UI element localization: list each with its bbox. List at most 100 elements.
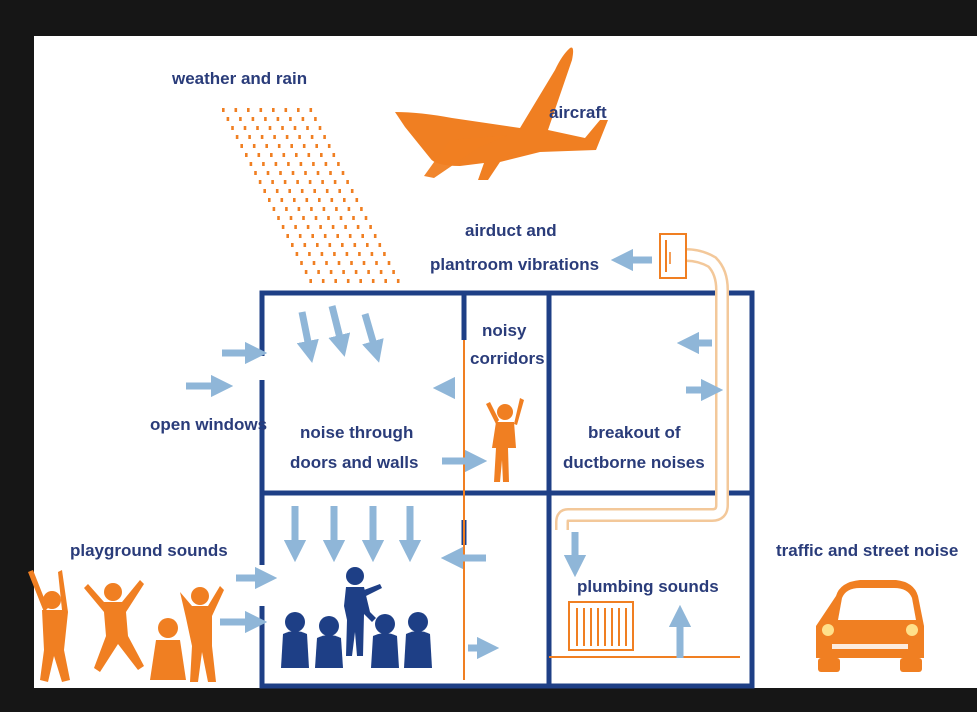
rain-drop bbox=[335, 207, 338, 211]
rain-drop bbox=[268, 198, 271, 202]
rain-drop bbox=[302, 144, 306, 148]
aircraft-label: aircraft bbox=[549, 103, 607, 122]
rain-drop bbox=[325, 261, 328, 265]
rain-drop bbox=[272, 108, 275, 112]
rain-drop bbox=[251, 117, 255, 121]
rain-drop bbox=[239, 117, 242, 121]
airplane-icon bbox=[395, 47, 608, 180]
rain-drop bbox=[320, 153, 323, 157]
rain-drop bbox=[358, 252, 361, 256]
rain-drop bbox=[264, 117, 267, 121]
rain-drop bbox=[243, 126, 247, 130]
rain-drop bbox=[320, 252, 324, 256]
rain-drop bbox=[235, 135, 239, 139]
rain-drop bbox=[270, 153, 273, 157]
rain-drop bbox=[252, 144, 256, 148]
rain-drop bbox=[303, 243, 307, 247]
rain-drop bbox=[274, 162, 278, 166]
rain-drop bbox=[343, 198, 346, 202]
rain-drop bbox=[231, 126, 234, 130]
duct-fan-icon bbox=[659, 233, 687, 279]
rain-drop bbox=[313, 189, 316, 193]
rain-drop bbox=[346, 279, 350, 283]
rain-drop bbox=[304, 270, 308, 274]
rain-drop bbox=[289, 216, 293, 220]
rain-drop bbox=[275, 189, 279, 193]
rain-drop bbox=[289, 117, 292, 121]
rain-drop bbox=[280, 198, 284, 202]
rain-drop bbox=[321, 279, 325, 283]
rain-drop bbox=[291, 171, 295, 175]
rain-drop bbox=[285, 207, 288, 211]
rain-drop bbox=[314, 216, 318, 220]
rain-drop bbox=[317, 270, 320, 274]
airduct-label-line2: plantroom vibrations bbox=[430, 255, 599, 274]
rain-drop bbox=[279, 171, 282, 175]
rain-drop bbox=[315, 144, 318, 148]
rain-drop bbox=[254, 171, 257, 175]
noisy-corridors-label-line1: noisy bbox=[482, 321, 527, 340]
rain-drop bbox=[265, 144, 268, 148]
rain-drop bbox=[286, 234, 289, 238]
rain-drop bbox=[256, 126, 259, 130]
rain-drop bbox=[328, 243, 332, 247]
rain-drop bbox=[312, 261, 316, 265]
rain-drop bbox=[257, 153, 261, 157]
rain-drop bbox=[319, 225, 322, 229]
rain-drop bbox=[329, 270, 333, 274]
rain-drop bbox=[314, 117, 317, 121]
rain-drop bbox=[304, 171, 307, 175]
rain-drop bbox=[383, 252, 386, 256]
rain-drop bbox=[384, 279, 387, 283]
rain-drop bbox=[258, 180, 262, 184]
rain-drop bbox=[226, 117, 230, 121]
rain-drop bbox=[296, 180, 299, 184]
child-figure-icon bbox=[486, 398, 524, 482]
building-outline bbox=[259, 290, 755, 689]
weather-label: weather and rain bbox=[171, 69, 307, 88]
rain-drop bbox=[337, 261, 341, 265]
rain-drop bbox=[392, 270, 395, 274]
rain-drop bbox=[305, 198, 309, 202]
rain-drop bbox=[396, 279, 400, 283]
rain-drop bbox=[330, 198, 334, 202]
rain-drop bbox=[318, 198, 321, 202]
rain-drop bbox=[322, 207, 326, 211]
rain-drop bbox=[309, 279, 312, 283]
rain-drop bbox=[293, 198, 296, 202]
rain-drop bbox=[360, 207, 363, 211]
rain-drop bbox=[263, 189, 266, 193]
rain-drop bbox=[306, 225, 310, 229]
rain-drop bbox=[379, 270, 383, 274]
rain-drop bbox=[350, 189, 354, 193]
rain-drop bbox=[259, 108, 263, 112]
rain-drop bbox=[364, 216, 368, 220]
rain-drop bbox=[324, 162, 328, 166]
rain-drop bbox=[222, 108, 225, 112]
rain-drop bbox=[297, 207, 301, 211]
rain-drop bbox=[300, 189, 304, 193]
doors-walls-label-line1: noise through bbox=[300, 423, 413, 442]
rain-drop bbox=[355, 198, 359, 202]
rain-drop bbox=[346, 180, 349, 184]
rain-drop bbox=[312, 162, 315, 166]
rain-drop bbox=[341, 243, 344, 247]
rain-drop bbox=[260, 135, 264, 139]
rain-drop bbox=[356, 225, 360, 229]
rain-drop bbox=[310, 207, 313, 211]
rain-drop bbox=[309, 108, 313, 112]
rain-drop bbox=[281, 126, 284, 130]
airduct-label-line1: airduct and bbox=[465, 221, 557, 240]
rain-drop bbox=[359, 279, 362, 283]
rain-drop bbox=[307, 153, 311, 157]
rain-drop bbox=[327, 216, 330, 220]
rain-drop bbox=[247, 108, 250, 112]
rain-drop bbox=[361, 234, 364, 238]
rain-drop bbox=[332, 153, 336, 157]
rain-drop bbox=[344, 225, 347, 229]
rain-drop bbox=[306, 126, 309, 130]
rain-drop bbox=[249, 162, 253, 166]
rain-drop bbox=[277, 216, 280, 220]
traffic-label: traffic and street noise bbox=[776, 541, 958, 560]
